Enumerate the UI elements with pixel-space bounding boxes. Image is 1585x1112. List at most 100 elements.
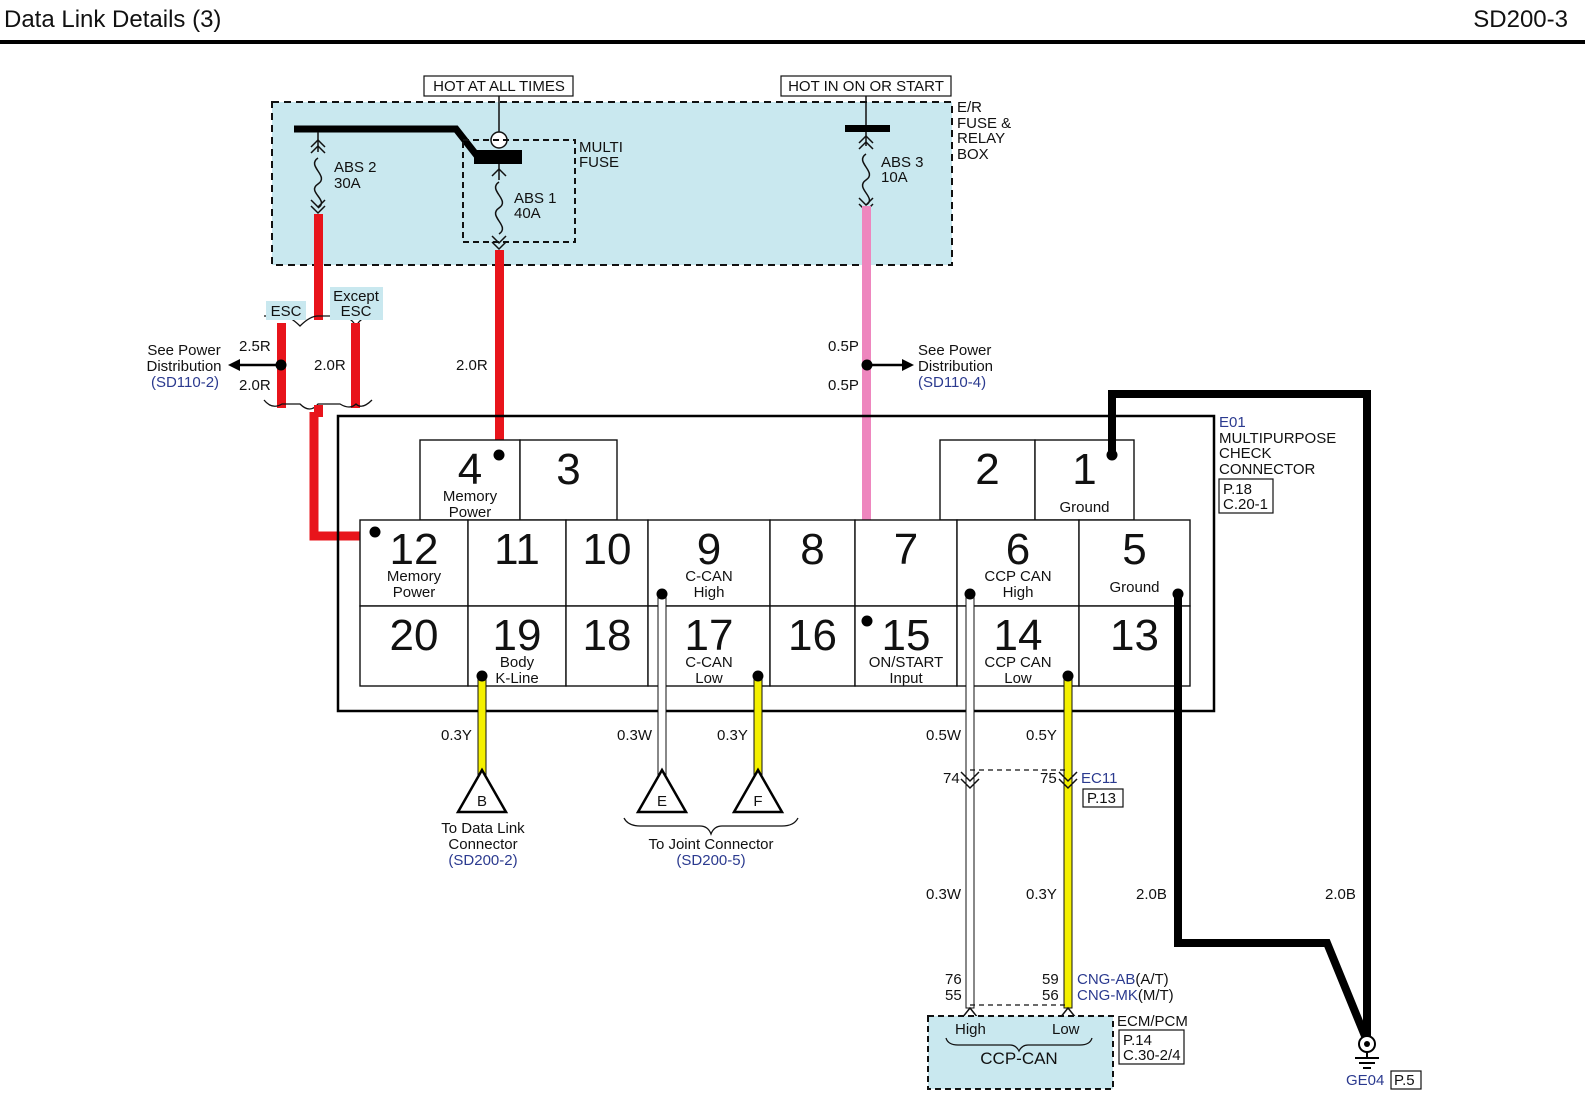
pin-number: 7 <box>894 525 918 574</box>
pin-desc: Ground <box>1109 579 1159 596</box>
pin-desc: C-CAN <box>685 654 733 671</box>
connector-e01-label: E01 MULTIPURPOSE CHECK CONNECTOR <box>1219 414 1336 478</box>
pin-number: 12 <box>390 525 439 574</box>
svg-text:C.30-2/4: C.30-2/4 <box>1123 1047 1181 1064</box>
pin-terminal-dot-4 <box>493 449 505 461</box>
pin-number: 10 <box>583 525 632 574</box>
wire-label-abs1: 2.0R <box>456 357 488 374</box>
wire-abs3-pink <box>862 206 871 620</box>
svg-text:BOX: BOX <box>957 146 989 163</box>
pin-desc: High <box>694 584 725 601</box>
option-except-esc-label: Except <box>333 288 380 305</box>
svg-text:ESC: ESC <box>341 303 372 320</box>
header-rule <box>0 40 1585 44</box>
wire-pin6-white <box>965 593 975 1009</box>
terminal-b-ref[interactable]: (SD200-2) <box>448 852 517 869</box>
pin-desc: Power <box>393 584 436 601</box>
pin-desc: Body <box>500 654 535 671</box>
pin-cell-8: 8 <box>769 519 856 607</box>
pin-terminal-dot-5 <box>1172 588 1184 600</box>
pin-cell-20: 20 <box>359 605 469 687</box>
ec11-page: P.13 <box>1087 790 1116 807</box>
pin-cell-10: 10 <box>565 519 649 607</box>
terminal-ef-brace <box>623 817 799 836</box>
wire-label-pin19: 0.3Y <box>441 727 472 744</box>
connector-e01-frame <box>336 414 1216 713</box>
terminal-ef-text: To Joint Connector <box>648 836 773 853</box>
ec11-page-box <box>1082 788 1124 808</box>
terminal-b-text: To Data Link <box>441 820 525 837</box>
wire-label-pin6-lower: 0.3W <box>926 886 962 903</box>
wire-pin1-ground <box>1108 390 1371 1036</box>
pin-terminal-dot-12 <box>369 526 381 538</box>
arrow-right-icon <box>902 359 914 371</box>
wire-label-pink-bottom: 0.5P <box>828 377 859 394</box>
pin-desc: ON/START <box>869 654 943 671</box>
ground-symbol-icon <box>1355 1035 1379 1069</box>
pin-desc: Low <box>695 670 723 687</box>
hot-at-all-times-label: HOT AT ALL TIMES <box>433 78 565 95</box>
ecm-low-label: Low <box>1052 1021 1080 1038</box>
see-power-left-ref[interactable]: (SD110-2) <box>151 374 219 391</box>
fuse-abs3-label: ABS 3 <box>881 154 924 171</box>
arrow-left-icon <box>228 359 240 371</box>
option-except-esc-box <box>330 287 383 320</box>
pin-number: 18 <box>583 611 632 660</box>
ecm-page: P.14 <box>1123 1032 1152 1049</box>
see-power-right-text: See Power <box>918 342 991 359</box>
pin-desc: K-Line <box>495 670 538 687</box>
multi-fuse-box <box>462 139 576 243</box>
ec11-pin-a: 74 <box>943 770 960 787</box>
svg-text:CONNECTOR: CONNECTOR <box>1219 461 1316 478</box>
ec11-pin-b: 75 <box>1040 770 1057 787</box>
fuse-abs2 <box>310 132 326 215</box>
pin-desc: Ground <box>1059 499 1109 516</box>
ground-page-box <box>1390 1070 1422 1090</box>
pin-terminal-dot-14 <box>1062 670 1074 682</box>
wire-abs2-red <box>314 214 323 320</box>
terminal-e: E <box>635 767 689 814</box>
pin-number: 14 <box>994 611 1043 660</box>
busbar-hot-in-on <box>845 125 890 132</box>
pin-terminal-dot-15 <box>861 615 873 627</box>
splice-left <box>275 359 287 371</box>
svg-text:Distribution: Distribution <box>918 358 993 375</box>
wire-label-left-bottom: 2.0R <box>239 377 271 394</box>
wire-label-left-top: 2.5R <box>239 338 271 355</box>
pin-number: 6 <box>1006 525 1030 574</box>
pin-number: 2 <box>975 445 999 494</box>
terminal-ef-ref[interactable]: (SD200-5) <box>676 852 745 869</box>
wire-pin9-white <box>657 593 667 777</box>
pin-number: 16 <box>788 611 837 660</box>
wire-label-pin14-lower: 0.3Y <box>1026 886 1057 903</box>
svg-text:F: F <box>753 793 762 810</box>
ecm-page-box <box>1118 1029 1185 1065</box>
svg-text:40A: 40A <box>514 205 541 222</box>
page-code: SD200-3 <box>1473 6 1568 33</box>
ecm-pcm-box <box>927 1015 1114 1090</box>
wire-label-pin17: 0.3Y <box>717 727 748 744</box>
option-esc-label: ESC <box>271 303 302 320</box>
option-split-bottom <box>263 399 373 410</box>
pin-cell-2: 2 <box>939 439 1036 521</box>
see-power-right-ref[interactable]: (SD110-4) <box>918 374 986 391</box>
pin-cell-3: 3 <box>519 439 618 521</box>
svg-text:CHECK: CHECK <box>1219 445 1272 462</box>
pin-number: 17 <box>685 611 734 660</box>
svg-text:MULTIPURPOSE: MULTIPURPOSE <box>1219 430 1336 447</box>
pin-number: 20 <box>390 611 439 660</box>
wire-label-pin6: 0.5W <box>926 727 962 744</box>
wire-label-gnd-a: 2.0B <box>1136 886 1167 903</box>
wire-pin17-yellow <box>753 675 763 777</box>
pin-cell-16: 16 <box>769 605 856 687</box>
svg-text:FUSE &: FUSE & <box>957 115 1011 132</box>
pin-number: 19 <box>493 611 542 660</box>
ecm-pin-a1: 76 <box>945 971 962 988</box>
ecm-variant-1: CNG-AB(A/T) <box>1077 971 1169 988</box>
